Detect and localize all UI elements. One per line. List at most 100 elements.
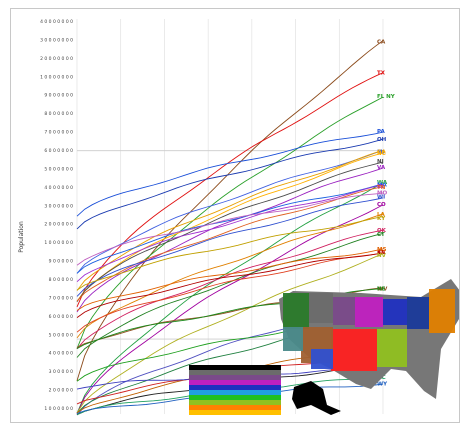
- series-line-mo: [76, 192, 384, 266]
- legend-color-bar: [189, 390, 281, 395]
- series-label-ar: AR: [377, 250, 386, 256]
- series-line-ks: [76, 252, 384, 318]
- alaska-silhouette: [292, 381, 341, 415]
- series-line-ky: [76, 216, 384, 291]
- map-region: [429, 289, 455, 333]
- series-line-tn: [76, 186, 384, 302]
- series-label-nj: NJ: [377, 159, 384, 165]
- map-region: [309, 293, 333, 323]
- series-line-va: [76, 167, 384, 313]
- legend-color-bar: [189, 395, 281, 400]
- y-tick-label: 7 0 0 0 0 0: [49, 295, 73, 301]
- legend-color-bar: [189, 385, 281, 390]
- series-line-mi: [76, 150, 384, 274]
- y-tick-label: 1 0 0 0 0 0 0: [44, 240, 73, 246]
- population-line-chart: 4 0 0 0 0 0 0 0 3 0 0 0 0 0 0 0 2 0 0 0 0 …: [18, 19, 463, 416]
- map-region: [377, 329, 407, 367]
- y-tick-label: 3 0 0 0 0 0 0 0: [40, 37, 73, 43]
- y-tick-label: 1 0 0 0 0 0 0: [44, 406, 73, 412]
- series-label-ma: MA: [377, 183, 387, 189]
- map-region: [407, 297, 429, 329]
- series-label-tn: TN: [377, 185, 386, 191]
- series-line-oh: [76, 138, 384, 230]
- series-label-oh: OH: [377, 137, 387, 143]
- legend-color-bar: [189, 380, 281, 385]
- y-tick-label: 5 0 0 0 0 0: [49, 332, 73, 338]
- series-label-ga: GA: [377, 149, 387, 155]
- map-region: [283, 293, 309, 329]
- map-region: [331, 329, 377, 371]
- series-label-la: LA: [377, 212, 386, 218]
- series-label-ks: KS: [377, 250, 385, 256]
- series-line-nv: [76, 253, 384, 414]
- series-line-in: [76, 184, 384, 283]
- series-line-ok: [76, 229, 384, 350]
- series-line-pa: [76, 131, 384, 217]
- y-tick-label: 8 0 0 0 0 0: [49, 277, 73, 283]
- legend-color-bar: [189, 365, 281, 370]
- series-line-ms: [76, 248, 384, 311]
- map-region: [311, 349, 333, 369]
- y-tick-label: 3 0 0 0 0 0 0: [44, 203, 73, 209]
- series-label-in: IN: [377, 184, 384, 190]
- series-label-pa: PA: [377, 129, 386, 135]
- y-tick-label: 4 0 0 0 0 0: [49, 351, 73, 357]
- color-legend-bars: [189, 365, 281, 415]
- y-tick-label: 3 0 0 0 0 0: [49, 369, 73, 375]
- series-label-wa: WA: [377, 180, 388, 186]
- series-line-la: [76, 213, 384, 339]
- series-line-nc: [76, 152, 384, 302]
- map-region: [283, 327, 303, 351]
- series-label-wv: WV: [377, 287, 388, 293]
- map-region: [333, 297, 355, 325]
- series-line-fl-ny: [76, 96, 384, 349]
- y-tick-label: 2 0 0 0 0 0 0: [44, 222, 73, 228]
- us-map: [279, 279, 463, 399]
- legend-color-bar: [189, 410, 281, 415]
- y-tick-label: 8 0 0 0 0 0 0: [44, 111, 73, 117]
- series-label-nv: NV: [377, 253, 387, 259]
- series-label-wy: WY: [377, 382, 388, 388]
- series-line-ga: [76, 149, 384, 291]
- series-label-nc: NC: [377, 151, 386, 157]
- y-tick-label: 6 0 0 0 0 0: [49, 314, 73, 320]
- y-tick-label: 7 0 0 0 0 0 0: [44, 130, 73, 136]
- series-label-ct: CT: [377, 232, 385, 238]
- series-line-ma: [76, 183, 384, 274]
- y-tick-label: 4 0 0 0 0 0 0 0: [40, 19, 73, 25]
- series-label-ne: NE: [377, 287, 386, 293]
- series-label-ms: MS: [377, 247, 386, 253]
- series-label-ky: KY: [377, 216, 386, 222]
- series-label-tx: TX: [377, 70, 386, 76]
- y-tick-labels: 4 0 0 0 0 0 0 0 3 0 0 0 0 0 0 0 2 0 0 0 0 …: [40, 19, 73, 412]
- series-label-mo: MO: [377, 190, 387, 196]
- series-label-mi: MI: [377, 149, 385, 155]
- series-line-tx: [76, 72, 384, 308]
- series-line-co: [76, 204, 384, 414]
- y-tick-label: 6 0 0 0 0 0 0: [44, 148, 73, 154]
- legend-color-bar: [189, 375, 281, 380]
- map-region: [383, 299, 407, 325]
- y-tick-label: 9 0 0 0 0 0: [49, 259, 73, 265]
- y-tick-label: 2 0 0 0 0 0 0 0: [40, 56, 73, 62]
- chart-frame: 4 0 0 0 0 0 0 0 3 0 0 0 0 0 0 0 2 0 0 0 0 …: [10, 8, 463, 423]
- legend-color-bar: [189, 370, 281, 375]
- y-tick-label: 1 0 0 0 0 0 0 0: [40, 74, 73, 80]
- series-line-ca: [76, 40, 384, 381]
- series-label-fl-ny: FL NY: [377, 94, 396, 100]
- map-region: [355, 297, 383, 327]
- series-label-wi: WI: [377, 195, 385, 201]
- legend-color-bar: [189, 400, 281, 405]
- series-line-ar: [76, 252, 384, 333]
- alaska-shape: [292, 381, 341, 415]
- series-label-co: CO: [377, 202, 386, 208]
- y-tick-label: 9 0 0 0 0 0 0: [44, 93, 73, 99]
- y-tick-label: 4 0 0 0 0 0 0: [44, 185, 73, 191]
- legend-color-bar: [189, 405, 281, 410]
- series-line-wi: [76, 197, 384, 297]
- y-tick-label: 5 0 0 0 0 0 0: [44, 166, 73, 172]
- series-label-ca: CA: [377, 39, 386, 45]
- series-line-ct: [76, 233, 384, 358]
- series-label-ok: OK: [377, 228, 387, 234]
- series-label-va: VA: [377, 165, 386, 171]
